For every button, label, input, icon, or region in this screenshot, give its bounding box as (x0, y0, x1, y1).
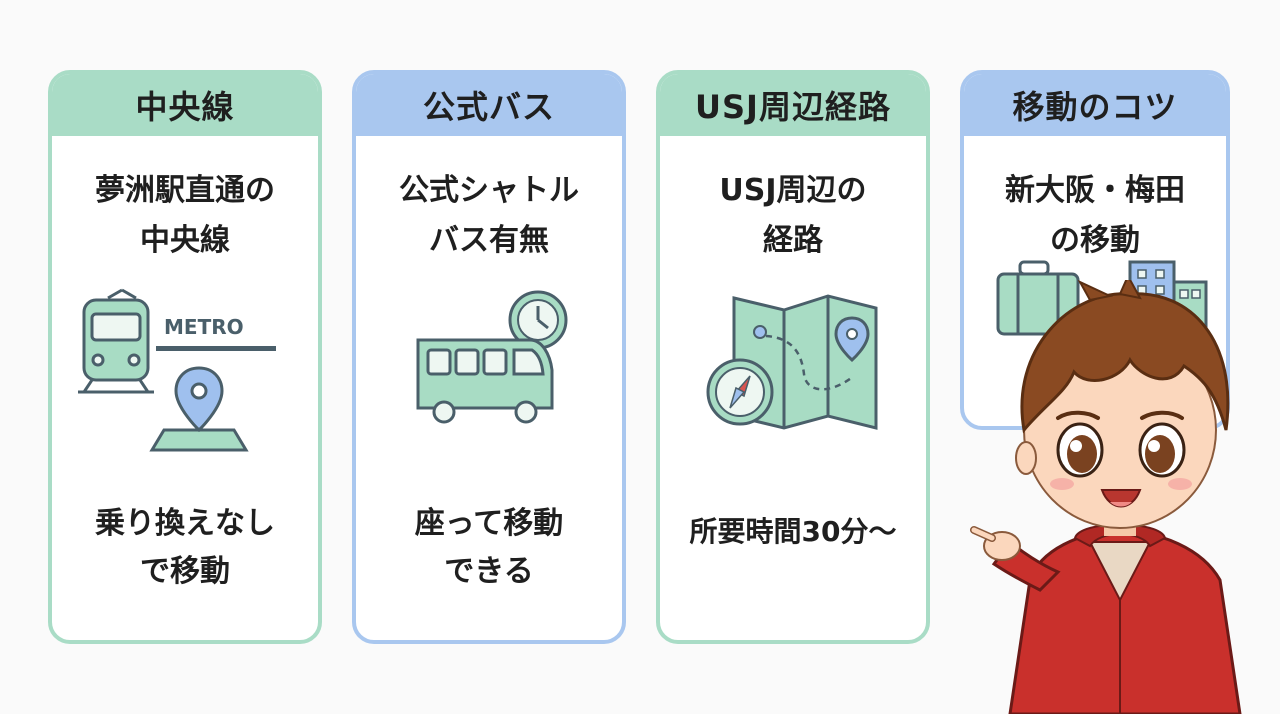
metro-illustration: METRO (78, 288, 276, 452)
card-footer: 所要時間30分〜 (689, 515, 897, 548)
card-title: 公式バス (356, 74, 622, 136)
card-title: 移動のコツ (964, 74, 1226, 136)
card-subtitle: 新大阪・梅田 の移動 (1005, 173, 1185, 258)
card-usj-route: USJ周辺経路 USJ周辺の 経路 所要時間30分〜 (656, 70, 930, 644)
card-official-bus: 公式バス 公式シャトル バス有無 座って移動 できる (352, 70, 626, 644)
card-title: USJ周辺経路 (660, 74, 926, 136)
train-icon (78, 288, 154, 394)
track-line (156, 346, 276, 351)
compass-icon (706, 358, 774, 426)
metro-label: METRO (164, 315, 244, 339)
card-chuo-line: 中央線 夢洲駅直通の 中央線 METRO 乗り換えなし で移動 (48, 70, 322, 644)
clock-icon (508, 290, 568, 350)
card-subtitle: USJ周辺の 経路 (719, 173, 867, 258)
card-subtitle: 夢洲駅直通の 中央線 (95, 173, 275, 258)
card-title: 中央線 (52, 74, 318, 136)
card-subtitle: 公式シャトル バス有無 (399, 173, 579, 258)
bus-icon (416, 338, 554, 424)
map-pin-icon (149, 366, 249, 452)
pointing-hand (970, 526, 1021, 561)
bus-illustration (416, 290, 568, 424)
map-illustration (706, 294, 878, 430)
pointing-boy-character (970, 280, 1242, 714)
card-footer: 座って移動 できる (414, 506, 564, 589)
card-footer: 乗り換えなし で移動 (95, 506, 275, 589)
eyes (1056, 422, 1186, 478)
